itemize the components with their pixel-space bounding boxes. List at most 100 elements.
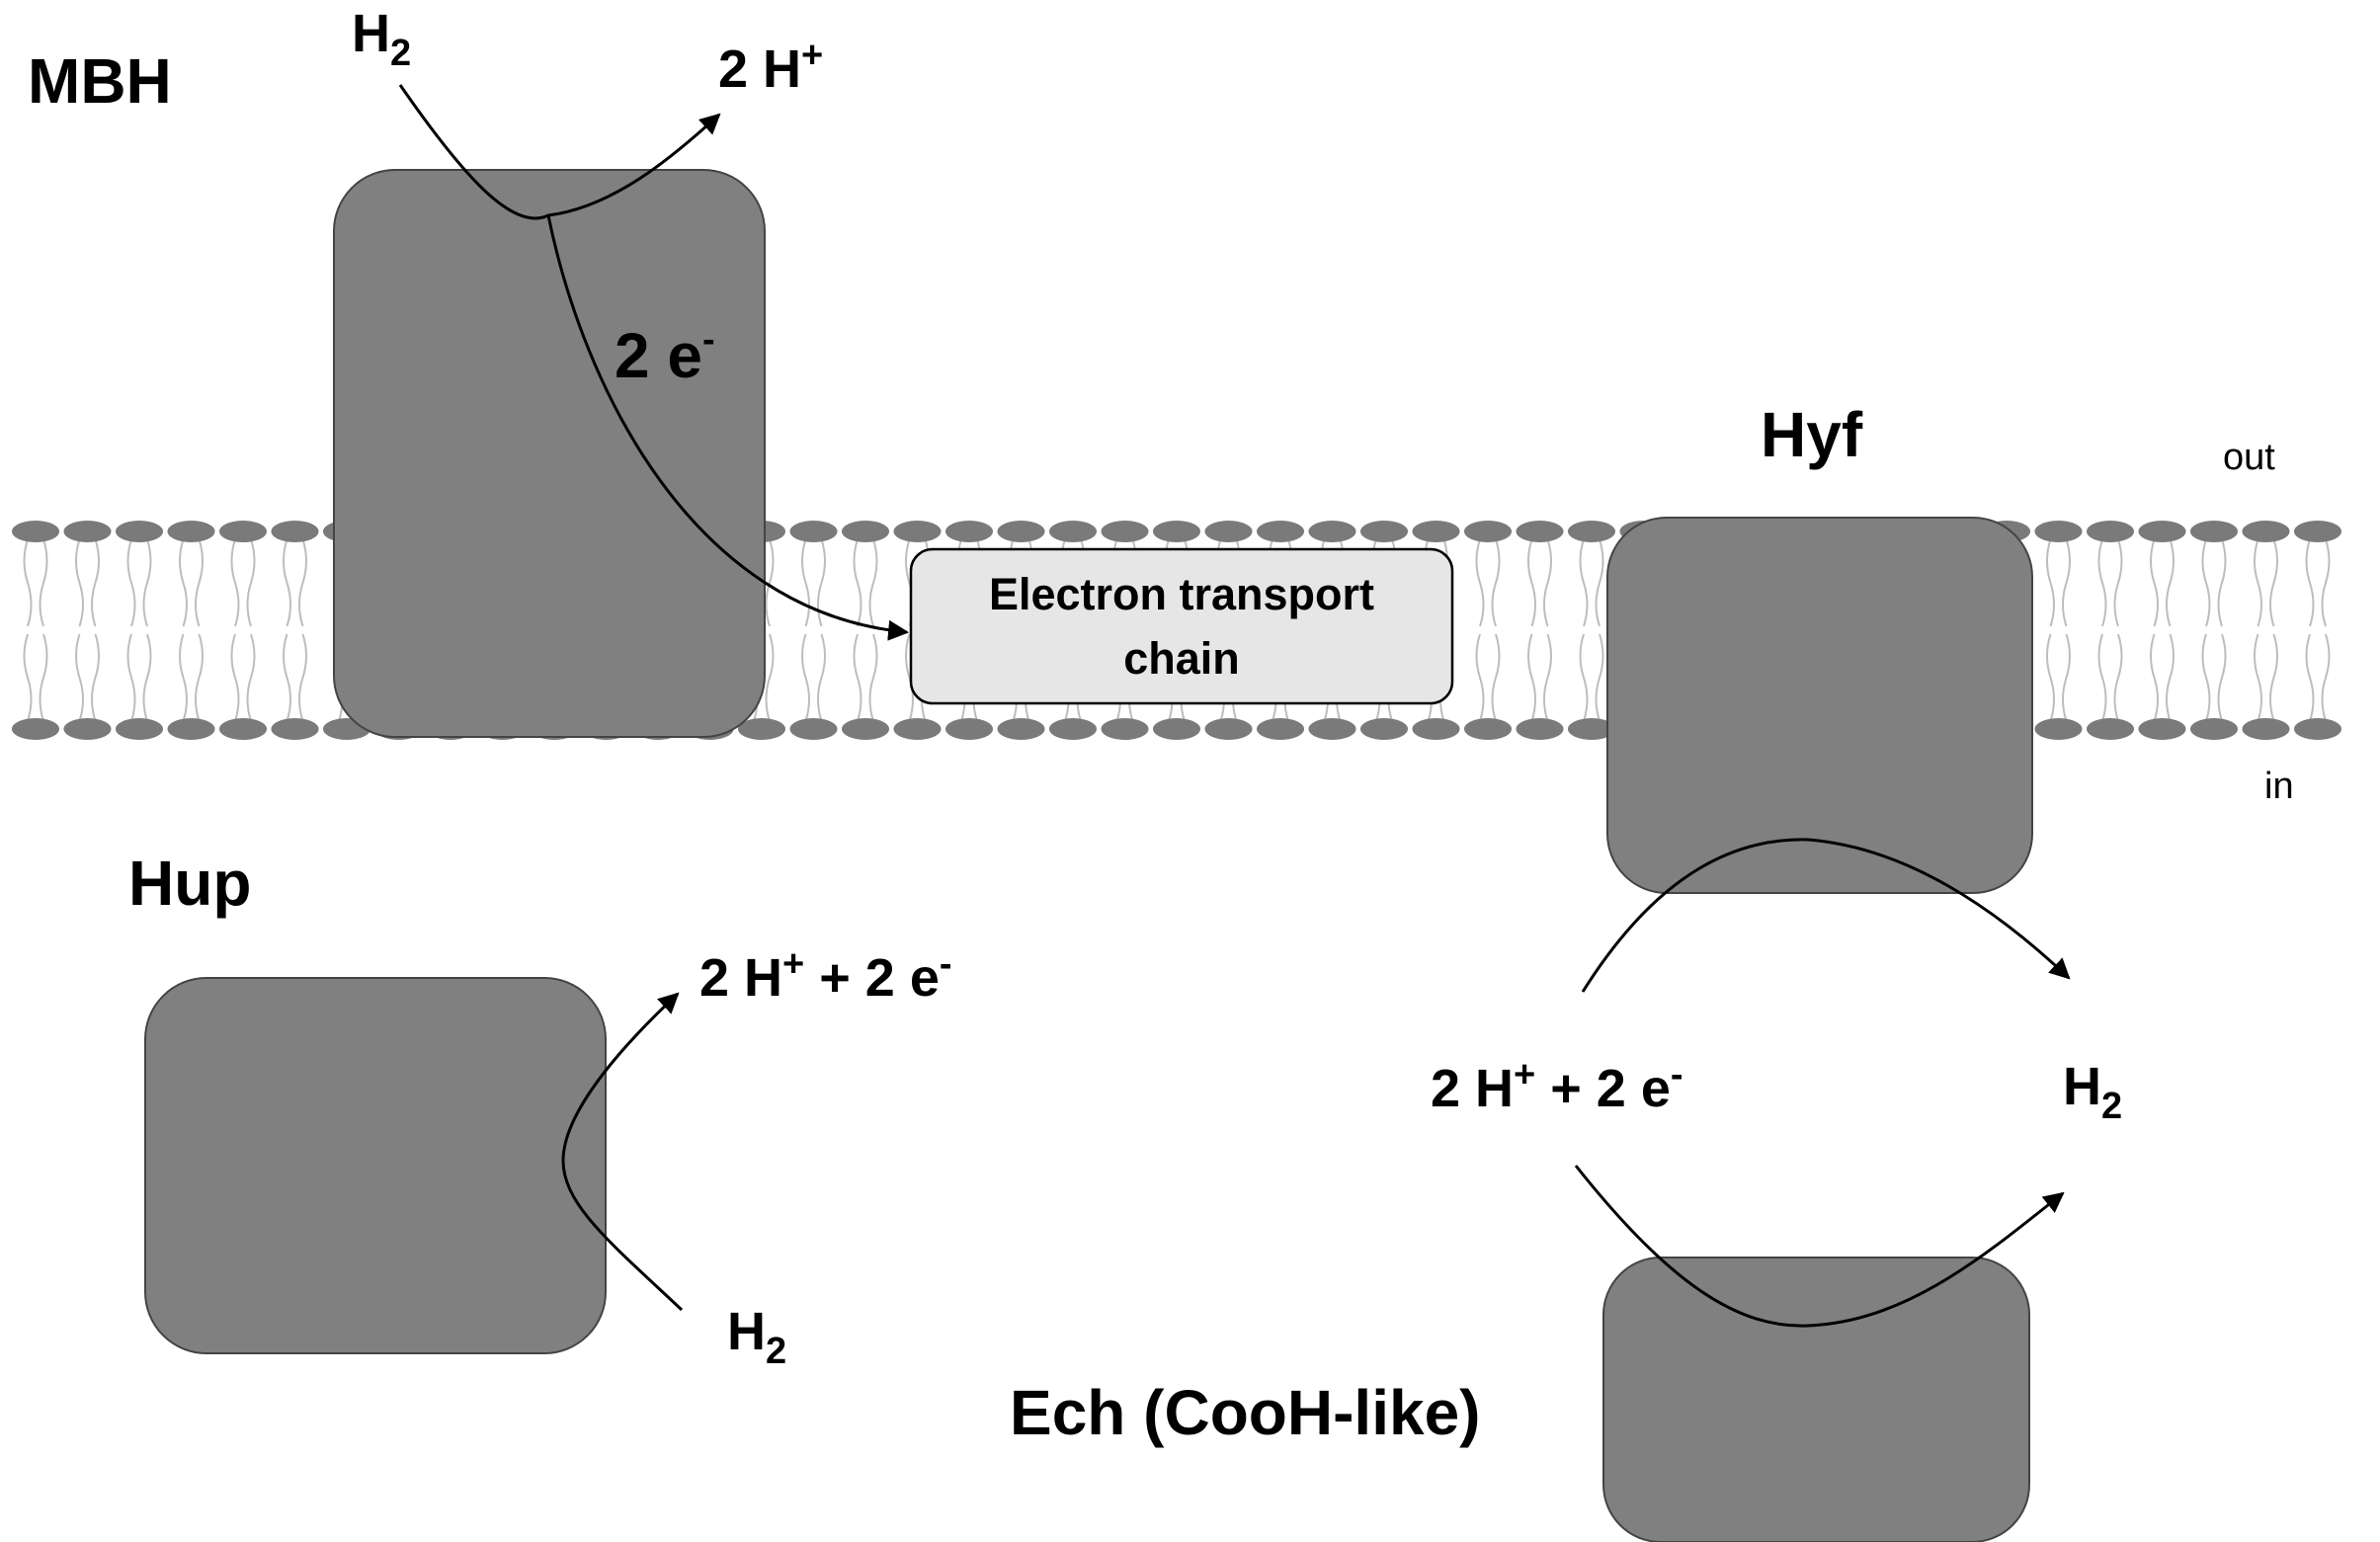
etc-line1: Electron transport [989, 569, 1374, 619]
lipid-head [2242, 718, 2290, 740]
lipid-head [1464, 718, 1512, 740]
lipid-head [2087, 718, 2134, 740]
lipid-tail [765, 633, 775, 722]
lipid-tail [1595, 538, 1604, 627]
lipid-head [997, 521, 1045, 542]
lipid-tail [2113, 633, 2123, 722]
lipid-head [945, 521, 993, 542]
ech-arrow [1574, 1165, 2065, 1328]
lipid-tail [1579, 538, 1589, 627]
lipid-tail [1491, 633, 1501, 722]
lipid-tail [817, 538, 826, 627]
lipid-head [1360, 718, 1408, 740]
lipid-tail [246, 633, 256, 722]
lipid-head [12, 521, 59, 542]
mbh-h2-label: H2 [352, 4, 411, 74]
lipid-head [893, 718, 942, 740]
lipid-tail [179, 538, 188, 627]
lipid-head [167, 718, 215, 740]
out-label: out [2223, 437, 2275, 478]
lipid-head [945, 718, 993, 740]
electron-transport-chain-box [909, 547, 1454, 705]
lipid-tail [39, 633, 48, 722]
ech-title: Ech (CooH-like) [1010, 1377, 1480, 1448]
hup-title: Hup [128, 848, 251, 919]
lipid-tail [2046, 538, 2055, 627]
lipid-tail [1475, 538, 1485, 627]
lipid-head [1153, 521, 1200, 542]
lipid-head [2294, 718, 2341, 740]
hyf-ech-reactants-label: 2 H+ + 2 e- [1431, 1054, 1683, 1118]
lipid-head [219, 718, 267, 740]
lipid-tail [91, 633, 100, 722]
lipid-tail [853, 538, 862, 627]
lipid-tail [1595, 633, 1604, 722]
lipid-head [1257, 718, 1304, 740]
lipid-tail [179, 633, 188, 722]
lipid-head [63, 521, 112, 542]
lipid-head [738, 718, 785, 740]
lipid-head [1257, 521, 1304, 542]
in-label: in [2264, 766, 2294, 807]
lipid-tail [142, 633, 152, 722]
lipid-head [789, 718, 838, 740]
lipid-tail [2113, 538, 2123, 627]
hup-protein [144, 977, 607, 1354]
lipid-tail [283, 633, 291, 722]
lipid-head [1360, 521, 1408, 542]
ech-protein [1602, 1257, 2030, 1542]
lipid-tail [126, 633, 136, 722]
lipid-tail [298, 538, 307, 627]
lipid-tail [2062, 633, 2071, 722]
lipid-head [2190, 521, 2238, 542]
lipid-head [1308, 521, 1356, 542]
lipid-tail [2217, 538, 2227, 627]
mbh-protons-label: 2 H+ [718, 35, 823, 99]
lipid-tail [126, 538, 136, 627]
lipid-tail [1543, 633, 1552, 722]
lipid-head [1412, 718, 1460, 740]
lipid-tail [2254, 538, 2262, 627]
lipid-head [2242, 521, 2290, 542]
lipid-head [219, 521, 267, 542]
mbh-protein [333, 169, 766, 738]
lipid-head [1516, 718, 1564, 740]
lipid-tail [298, 633, 307, 722]
lipid-tail [2150, 633, 2159, 722]
lipid-tail [23, 633, 33, 722]
lipid-tail [905, 633, 914, 722]
lipid-tail [2217, 633, 2227, 722]
lipid-head [1412, 521, 1460, 542]
lipid-head [2138, 718, 2186, 740]
lipid-tail [39, 538, 48, 627]
hup-products-label: 2 H+ + 2 e- [699, 943, 952, 1008]
lipid-head [842, 521, 889, 542]
lipid-tail [1475, 633, 1485, 722]
lipid-head [2190, 718, 2238, 740]
hyf-protein [1606, 517, 2033, 894]
lipid-tail [2062, 538, 2071, 627]
lipid-tail [868, 538, 878, 627]
lipid-tail [801, 538, 810, 627]
lipid-tail [1491, 538, 1501, 627]
lipid-head [1153, 718, 1200, 740]
lipid-head [1516, 521, 1564, 542]
etc-line2: chain [1123, 633, 1240, 684]
lipid-tail [817, 633, 826, 722]
lipid-tail [2321, 633, 2331, 722]
lipid-head [1464, 521, 1512, 542]
lipid-head [2294, 521, 2341, 542]
lipid-tail [801, 633, 810, 722]
lipid-tail [2201, 633, 2211, 722]
lipid-head [1204, 521, 1253, 542]
lipid-tail [2305, 538, 2315, 627]
lipid-head [1101, 521, 1149, 542]
lipid-tail [2166, 633, 2175, 722]
lipid-tail [2305, 633, 2315, 722]
lipid-head [2034, 521, 2083, 542]
lipid-head [116, 521, 163, 542]
lipid-tail [91, 538, 100, 627]
lipid-head [893, 521, 942, 542]
lipid-tail [2150, 538, 2159, 627]
lipid-head [2087, 521, 2134, 542]
